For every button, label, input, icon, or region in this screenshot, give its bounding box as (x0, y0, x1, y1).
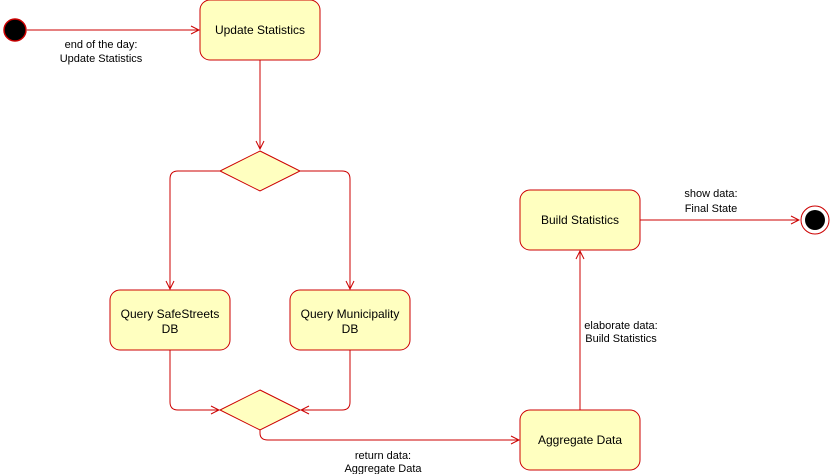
activity-label: Build Statistics (541, 213, 619, 227)
edge-label-build-to-final: show data: Final State (684, 188, 737, 215)
activity-aggregate-data[interactable]: Aggregate Data (519, 409, 641, 471)
activity-label: Aggregate Data (538, 433, 622, 447)
edge-label-line1: return data: (355, 450, 411, 462)
activity-label-line1: Query Municipality (301, 307, 400, 321)
final-node (800, 205, 830, 235)
activity-query-safestreets-db[interactable]: Query SafeStreets DB (109, 289, 231, 351)
merge-node (218, 389, 302, 431)
edge-label-start-to-update: end of the day: Update Statistics (60, 39, 143, 65)
edge-label-line1: show data: (684, 188, 737, 200)
activity-label: Update Statistics (215, 23, 305, 37)
activity-build-statistics[interactable]: Build Statistics (519, 189, 641, 251)
edge-decision-to-municipality (300, 170, 350, 289)
activity-label-line2: DB (342, 322, 359, 336)
decision-node (218, 150, 302, 192)
initial-node (3, 18, 27, 42)
edge-label-line2: Update Statistics (60, 53, 143, 65)
edge-safestreets-to-merge (169, 350, 219, 410)
activity-label-line1: Query SafeStreets (121, 307, 220, 321)
activity-update-statistics[interactable]: Update Statistics (199, 0, 321, 61)
edge-decision-to-safestreets (170, 170, 220, 289)
activity-label-line2: DB (162, 322, 179, 336)
edge-municipality-to-merge (301, 350, 351, 410)
edge-label-line1: elaborate data: (584, 320, 657, 332)
edge-merge-to-aggregate (259, 430, 519, 440)
edge-label-merge-to-aggregate: return data: Aggregate Data (344, 450, 422, 474)
activity-query-municipality-db[interactable]: Query Municipality DB (289, 289, 411, 351)
edge-label-line2: Aggregate Data (344, 463, 422, 474)
edge-label-line1: end of the day: (65, 39, 138, 51)
edge-label-line2: Final State (685, 203, 738, 215)
edge-label-aggregate-to-build: elaborate data: Build Statistics (584, 320, 657, 345)
edge-label-line2: Build Statistics (585, 333, 657, 345)
